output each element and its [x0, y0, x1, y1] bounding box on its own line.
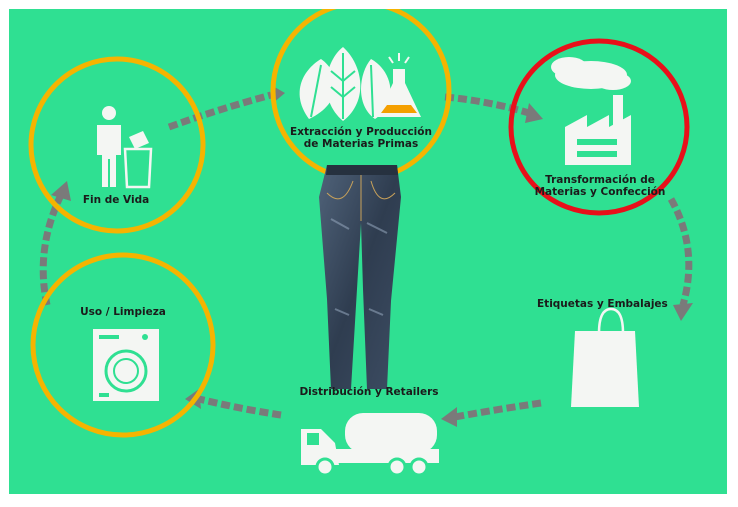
packaging-label: Etiquetas y Embalajes — [537, 299, 667, 311]
arrow-transformation-to-packaging — [671, 199, 689, 305]
arrow-packaging-to-distribution — [455, 403, 541, 417]
jeans-image — [319, 165, 401, 389]
use-label: Uso / Limpieza — [73, 307, 173, 319]
person-icon — [97, 106, 121, 187]
arrowhead-icon — [525, 103, 543, 123]
truck-icon — [301, 413, 439, 475]
extraction-highlight-ring — [273, 9, 449, 179]
diagram-graphics — [9, 9, 727, 494]
factory-icon — [565, 95, 631, 165]
arrowhead-icon — [673, 303, 693, 321]
end-of-life-label: Fin de Vida — [81, 195, 151, 207]
arrowhead-icon — [51, 181, 71, 201]
shopping-bag-icon — [571, 309, 639, 407]
arrow-distribution-to-use — [199, 399, 281, 415]
arrowhead-icon — [441, 407, 457, 427]
smoke-icon — [551, 57, 631, 90]
leaves-icon — [300, 47, 391, 121]
trash-bin-icon — [125, 131, 151, 187]
arrow-endoflife-to-extraction — [169, 95, 271, 127]
distribution-label: Distribución y Retailers — [299, 387, 439, 399]
washing-machine-icon — [93, 329, 159, 401]
